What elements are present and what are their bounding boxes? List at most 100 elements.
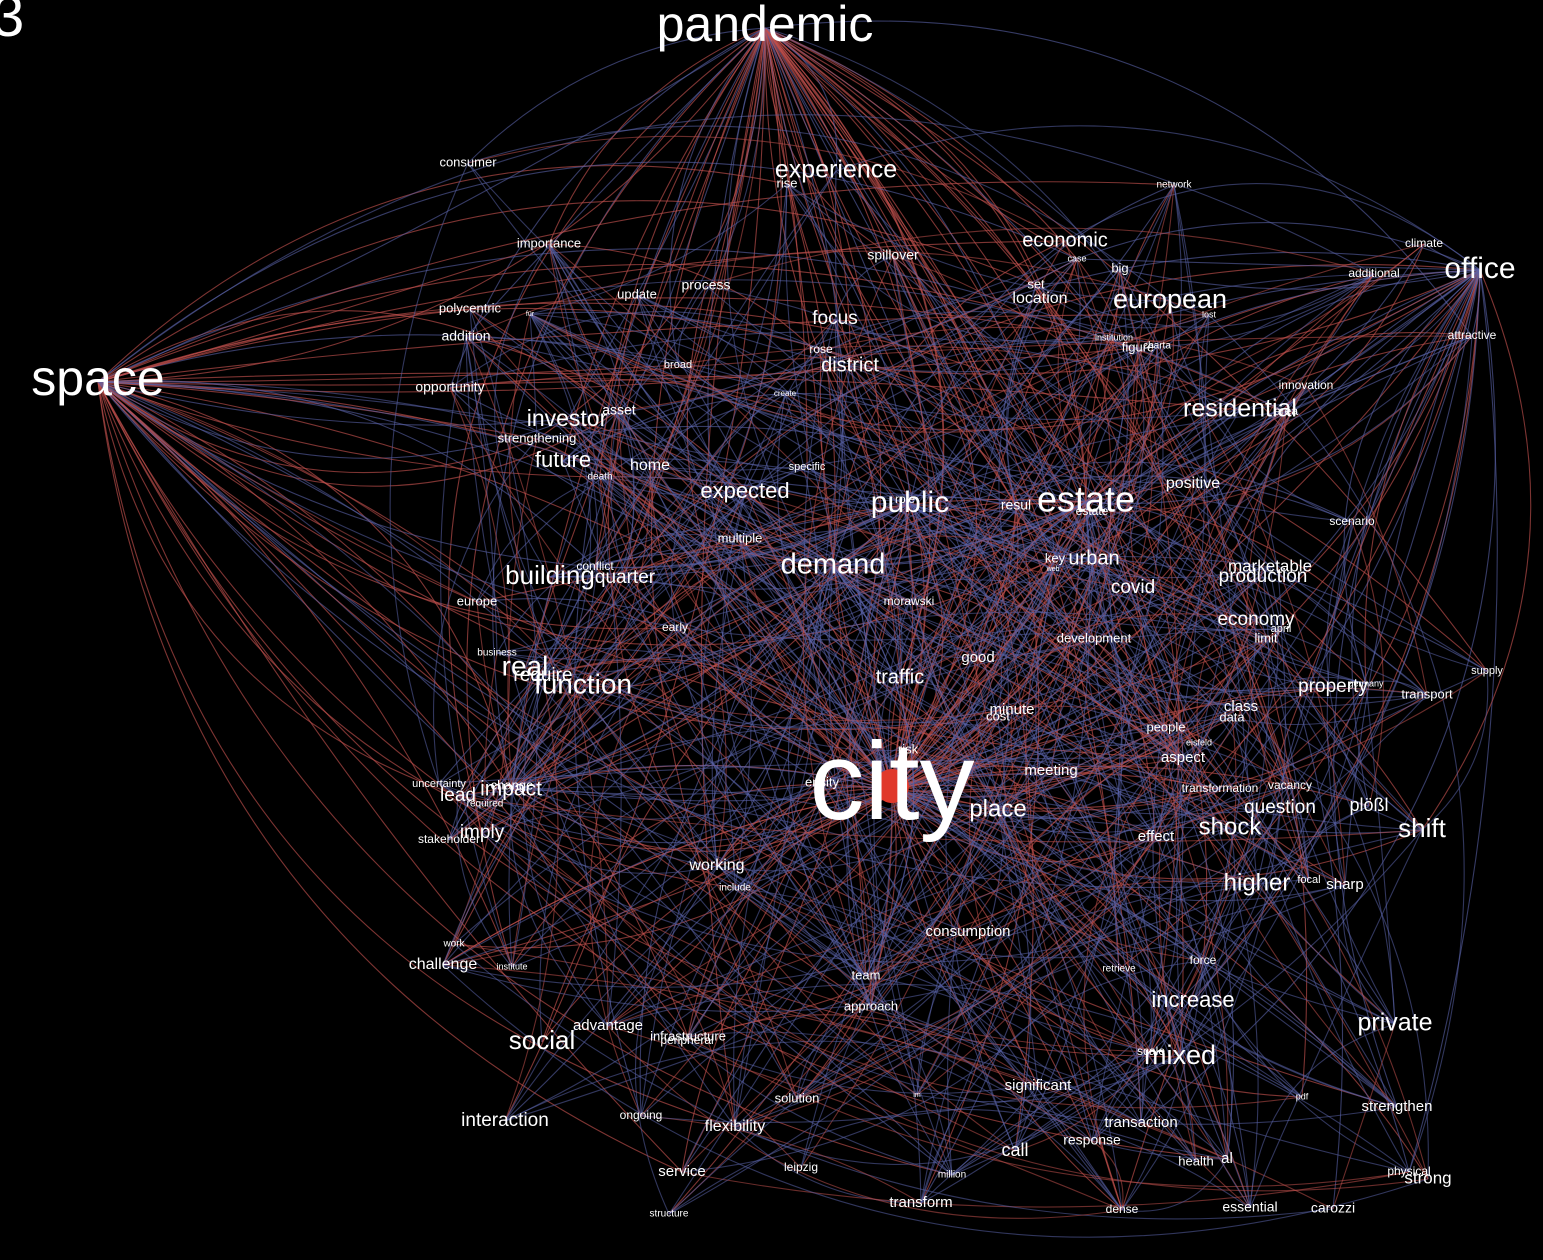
edge-office-infrastructure <box>687 269 1481 1038</box>
edge-good-importance <box>548 243 979 659</box>
node-label-real: real <box>502 650 549 681</box>
edge-solution-web <box>796 568 1054 1100</box>
edge-scale-call <box>1014 1051 1152 1152</box>
edge-pandemic-interaction <box>504 27 844 1122</box>
node-label-process: process <box>681 277 730 293</box>
node-label-structure: structure <box>650 1209 689 1220</box>
edge-focal-im <box>916 879 1310 1096</box>
edge-opportunity-scale <box>449 387 1152 1053</box>
node-label-expected: expected <box>700 478 789 503</box>
edge-figure-scale <box>1137 347 1180 1053</box>
edge-future-team <box>562 460 867 977</box>
edge-quarter-asset <box>610 410 626 579</box>
edge-private-sharp <box>1342 884 1396 1025</box>
edge-pandemic-retrieve <box>764 27 1120 970</box>
edge-rise-institution <box>786 183 1115 344</box>
node-label-retrieve: retrieve <box>1102 964 1136 975</box>
edge-pandemic-aspect <box>764 27 1184 759</box>
edge-climate-fur <box>529 243 1425 433</box>
node-label-district: district <box>821 354 879 376</box>
edge-risk-aspect <box>907 749 1184 770</box>
edge-strengthening-plößl <box>536 438 1370 807</box>
edge-city-change <box>511 785 893 802</box>
node-label-transformation: transformation <box>1182 781 1259 795</box>
edge-effect-urban <box>1085 558 1157 838</box>
edge-transport-space <box>97 381 1428 696</box>
edge-city-area <box>891 411 1287 791</box>
edge-set-lost <box>1035 284 1210 329</box>
edge-space-germany <box>97 307 1367 685</box>
edge-area-transaction <box>1140 411 1287 1124</box>
edge-aspect-change <box>511 721 1184 787</box>
edge-service-people <box>681 727 1167 1173</box>
edge-create-early <box>670 393 786 629</box>
edge-europe-create <box>476 393 786 603</box>
edge-advantage-vacancy <box>607 785 1291 1027</box>
node-label-development: development <box>1057 630 1132 645</box>
node-label-economic: economic <box>1022 229 1108 251</box>
edge-focus-working <box>701 318 836 867</box>
edge-scale-multiple <box>739 538 1152 1053</box>
node-label-health: health <box>1178 1153 1213 1168</box>
edge-dense-force <box>1121 960 1204 1211</box>
node-label-limit: limit <box>1254 630 1277 645</box>
edge-result-building <box>549 505 1017 578</box>
edge-covid-spillover <box>892 255 1134 589</box>
edge-economic-consumer <box>467 135 1066 242</box>
edge-transaction-approach <box>870 1006 1142 1124</box>
edge-call-focus <box>834 318 1016 1152</box>
edge-pandemic-limit <box>764 27 1267 640</box>
node-label-death: death <box>587 472 612 483</box>
node-label-spillover: spillover <box>867 247 919 263</box>
node-label-pandemic: pandemic <box>657 0 874 52</box>
edge-marketable-transform <box>920 566 1271 1204</box>
edge-question-quarter <box>624 577 1281 815</box>
edge-city-shock <box>891 789 1231 829</box>
edge-space-higher <box>97 381 1258 885</box>
node-label-business: business <box>477 648 516 659</box>
edge-office-sharp <box>1326 269 1481 886</box>
edge-transport-infrastructure <box>687 687 1428 1038</box>
edge-april-dense <box>1121 628 1286 1211</box>
node-label-fur: für <box>526 311 535 318</box>
edge-office-experience <box>835 125 1481 271</box>
edge-fur-good <box>529 313 979 659</box>
edge-scale-place <box>997 809 1152 1053</box>
node-label-higher: higher <box>1224 869 1291 896</box>
edge-office-traffic <box>899 269 1481 679</box>
edge-office-dense <box>1121 269 1481 1211</box>
edge-production-function <box>582 576 1264 730</box>
node-label-property: property <box>1298 676 1368 697</box>
edge-million-impact <box>510 789 953 1176</box>
edge-residential-office <box>1239 269 1481 411</box>
node-label-building: building <box>505 560 595 590</box>
edge-pandemic-conflict <box>594 27 766 568</box>
node-label-imply: imply <box>460 822 505 843</box>
edge-traffic-specific <box>806 466 903 679</box>
edge-pandemic-people <box>764 27 1167 729</box>
edge-layer <box>97 20 1532 1238</box>
edge-demand-rise <box>786 183 836 567</box>
node-label-stakeholder: stakeholder <box>418 832 480 846</box>
node-label-private: private <box>1357 1009 1432 1037</box>
edge-flexibility-vacancy <box>734 785 1291 1128</box>
edge-space-flexibility <box>97 381 736 1128</box>
edge-im-polycentric <box>469 308 918 1096</box>
edge-dense-place <box>997 809 1123 1211</box>
edge-case-asset <box>618 258 1078 412</box>
edge-aspect-uncertainty <box>438 757 1184 785</box>
edge-city-experience <box>834 170 893 791</box>
edge-shift-essential <box>1249 829 1423 1209</box>
node-label-effect: effect <box>1138 828 1175 845</box>
edge-space-additional <box>97 114 1375 383</box>
edge-importance-effect <box>548 243 1157 838</box>
edge-home-charta <box>649 310 1158 467</box>
edge-april-work <box>453 628 1282 945</box>
edge-public-lead <box>457 503 911 797</box>
edge-team-economy <box>865 619 1257 977</box>
node-label-infrastructure: infrastructure <box>650 1028 726 1043</box>
edge-space-network <box>97 181 1175 383</box>
edge-estate-transport <box>1085 501 1428 696</box>
node-label-traffic: traffic <box>876 666 925 688</box>
node-label-interaction: interaction <box>461 1110 549 1131</box>
